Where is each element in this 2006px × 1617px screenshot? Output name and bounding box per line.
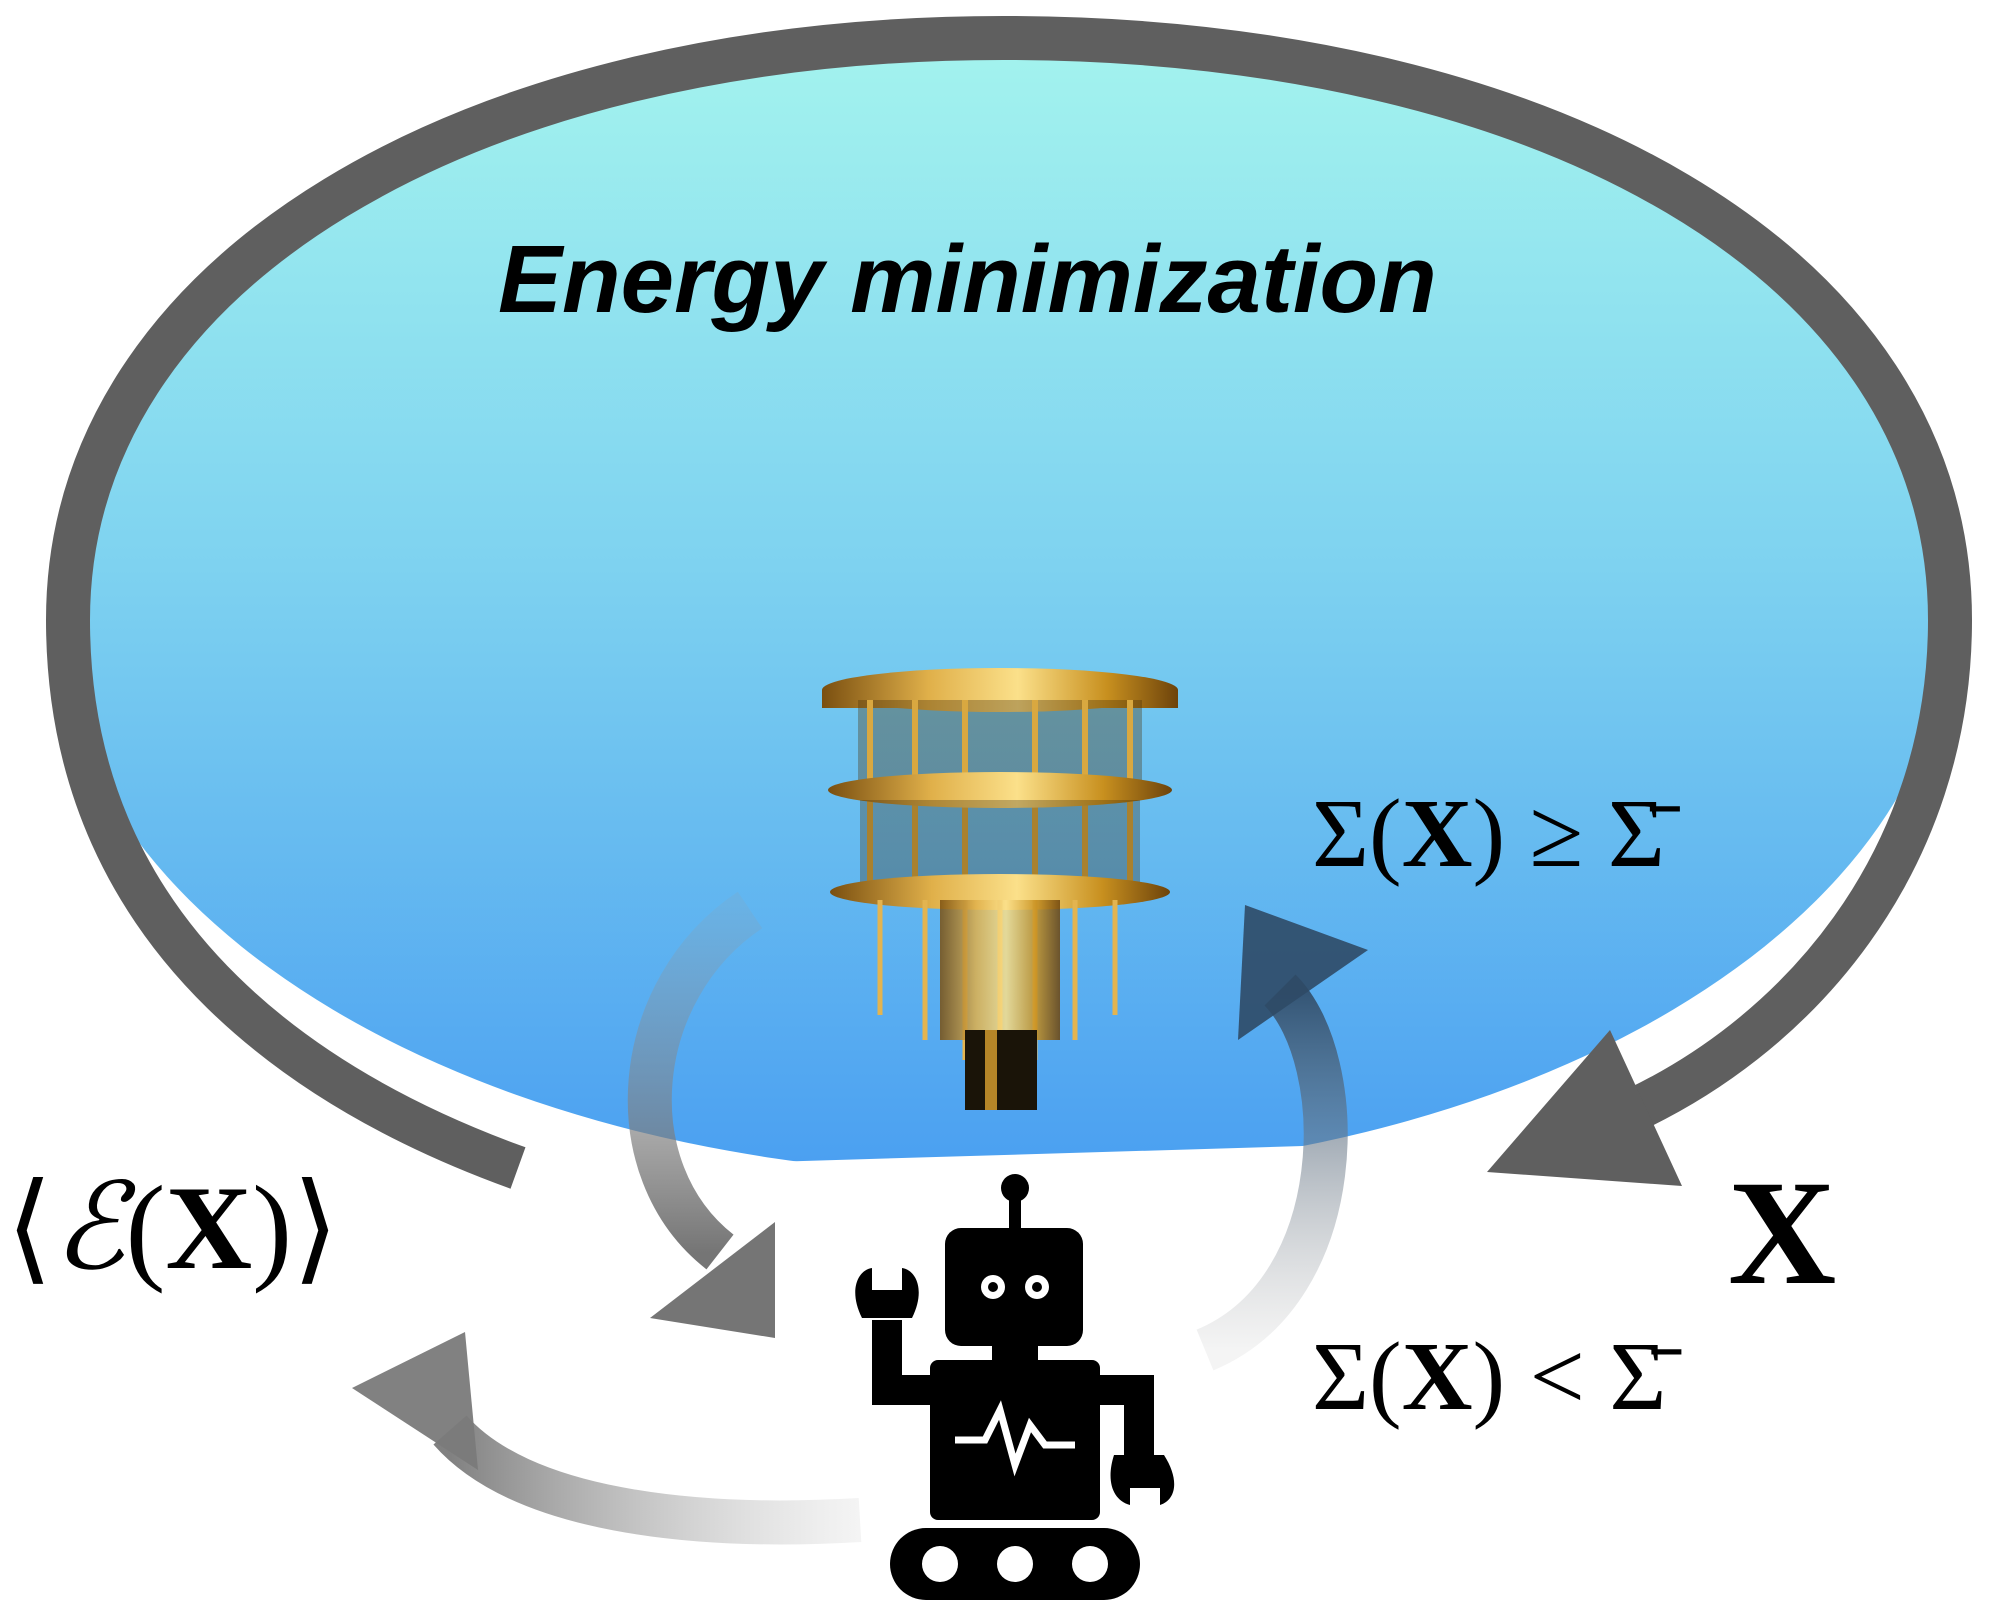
constraint-violated-lhs: Σ(	[1312, 1323, 1402, 1431]
expectation-close: ⟩	[292, 1161, 339, 1294]
energy-symbol: ℰ	[52, 1158, 126, 1297]
loop-arrowhead	[1487, 1030, 1682, 1186]
arrow-agent-to-constraint	[1195, 905, 1368, 1371]
variable-x-label: X	[1728, 1150, 1837, 1316]
quantum-computer-cryostat-icon	[822, 668, 1178, 1110]
constraint-satisfied-lhs: Σ(	[1312, 780, 1402, 888]
constraint-satisfied-rhs: ) ≥ Σ̄	[1472, 780, 1665, 888]
expectation-open: ⟨	[6, 1161, 53, 1294]
constraint-violated-var: X	[1401, 1323, 1473, 1431]
constraint-violated-label: Σ(X) < Σ̄	[1312, 1328, 1666, 1426]
expectation-var: X	[165, 1161, 253, 1294]
expectation-energy-label: ⟨ℰ(X)⟩	[6, 1168, 339, 1288]
constraint-satisfied-var: X	[1401, 780, 1473, 888]
expectation-paren-open: (	[125, 1161, 166, 1294]
constraint-violated-rhs: ) < Σ̄	[1472, 1323, 1667, 1431]
optimization-loop-arrow	[45, 15, 1973, 1189]
constraint-satisfied-label: Σ(X) ≥ Σ̄	[1312, 785, 1665, 883]
arrow-agent-to-expectation	[352, 1332, 862, 1545]
arrow-computer-to-agent	[627, 891, 775, 1338]
energy-region	[55, 45, 1951, 1175]
robot-icon	[855, 1174, 1175, 1600]
diagram-title: Energy minimization	[498, 226, 1437, 333]
expectation-paren-close: )	[252, 1161, 293, 1294]
